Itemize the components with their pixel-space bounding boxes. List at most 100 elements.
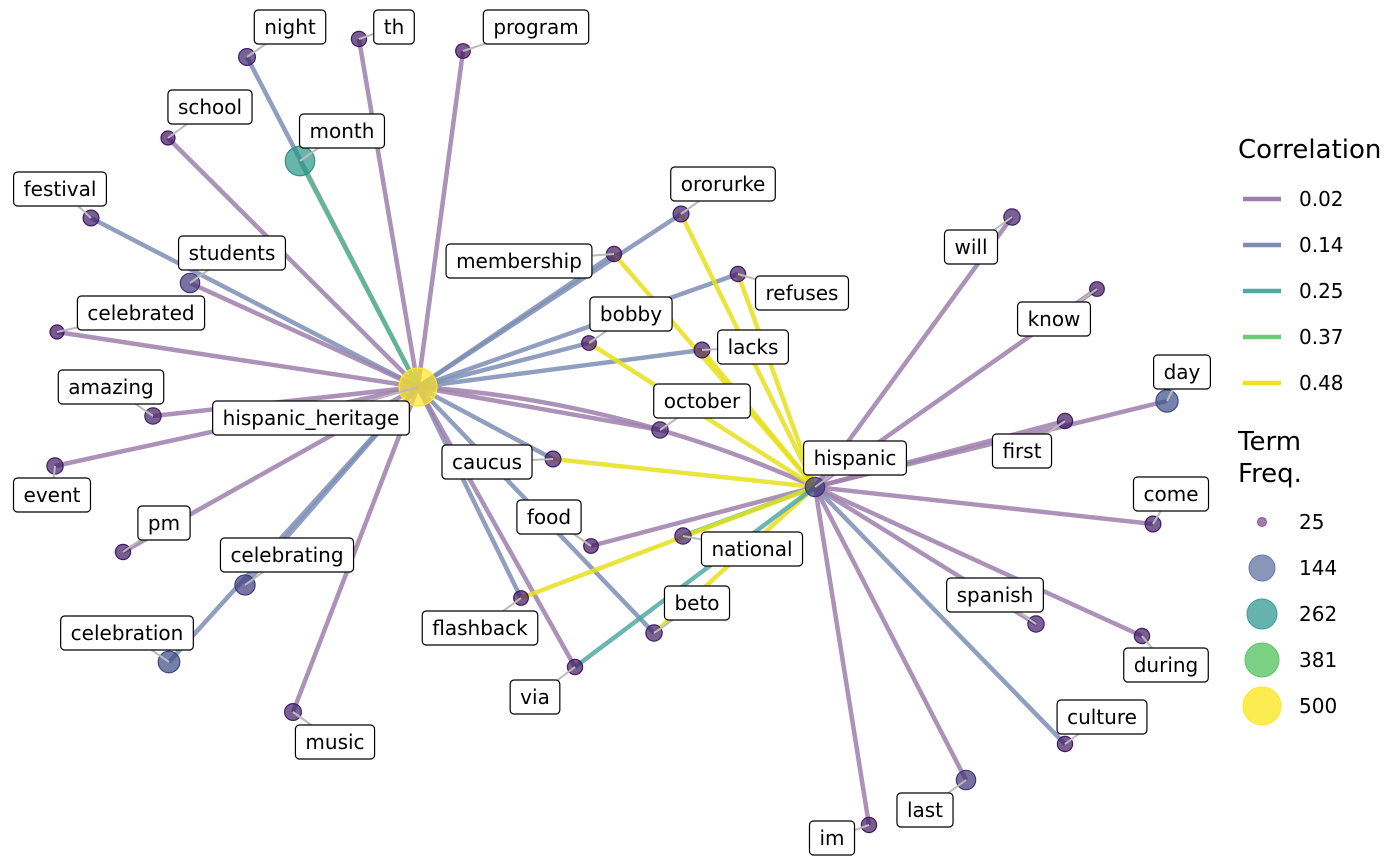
node-label-text: beto (674, 591, 719, 615)
node-label-caucus[interactable]: caucus (441, 444, 554, 480)
legend-freq-label: 262 (1299, 602, 1337, 626)
node-label-beto[interactable]: beto (653, 585, 731, 634)
node-label-bobby[interactable]: bobby (588, 296, 673, 344)
node-label-text: will (954, 235, 987, 259)
legend-freq-label: 25 (1299, 510, 1324, 534)
label-box (802, 440, 908, 476)
node-label-school[interactable]: school (167, 89, 253, 139)
node-label-text: lacks (728, 335, 779, 359)
node-label-lacks[interactable]: lacks (701, 329, 790, 365)
node-label-hispanic[interactable]: hispanic (802, 440, 908, 488)
label-box (1132, 476, 1210, 512)
node-label-text: celebrating (230, 543, 343, 567)
node-label-hispanic_heritage[interactable]: hispanic_heritage (212, 386, 419, 436)
node-label-month[interactable]: month (298, 113, 386, 162)
label-box (60, 615, 194, 651)
legend-correlation-label: 0.02 (1299, 187, 1344, 211)
label-box (896, 792, 954, 828)
node-label-come[interactable]: come (1132, 476, 1210, 525)
legend-freq-title-line2: Freq. (1238, 459, 1302, 489)
edge-hispanic-im (812, 486, 872, 826)
node-label-celebrated[interactable]: celebrated (56, 295, 206, 333)
node-label-amazing[interactable]: amazing (57, 369, 165, 417)
node-label-celebrating[interactable]: celebrating (219, 537, 355, 586)
edge-hispanic-membership (612, 252, 817, 489)
node-label-festival[interactable]: festival (12, 171, 108, 219)
label-box (716, 329, 790, 365)
edge-hispanic_heritage-lacks (417, 347, 703, 390)
node-label-food[interactable]: food (516, 499, 592, 547)
edge-hispanic-flashback (520, 484, 816, 601)
node-label-ororurke[interactable]: ororurke (670, 166, 776, 215)
edge-hispanic_heritage-ororurke (416, 212, 683, 389)
label-box (1123, 647, 1209, 683)
node-label-text: ororurke (681, 172, 766, 196)
label-box (12, 171, 108, 207)
node-label-text: month (310, 119, 375, 143)
edge-hispanic_heritage-bobby (417, 340, 590, 390)
node-label-celebration[interactable]: celebration (60, 615, 194, 663)
node-label-spanish[interactable]: spanish (946, 577, 1044, 625)
label-box (76, 295, 206, 331)
legend-correlation-title: Correlation (1238, 135, 1381, 165)
node-label-october[interactable]: october (653, 383, 751, 431)
edge-hispanic_heritage-hispanic (417, 384, 816, 490)
node-label-membership[interactable]: membership (445, 243, 615, 279)
label-box (212, 400, 410, 436)
node-label-know[interactable]: know (1016, 288, 1098, 337)
edge-hispanic-food (590, 484, 816, 549)
node-label-text: membership (456, 249, 582, 273)
label-box (373, 9, 415, 45)
node-label-im[interactable]: im (808, 820, 870, 856)
node-label-text: celebrated (87, 301, 194, 325)
node-label-culture[interactable]: culture (1056, 699, 1148, 745)
edge-hispanic-last (812, 485, 969, 782)
label-box (943, 229, 999, 265)
label-box (946, 577, 1044, 613)
node-label-th[interactable]: th (358, 9, 415, 45)
node-label-text: know (1028, 307, 1081, 331)
node-label-text: event (24, 483, 81, 507)
node-label-pm[interactable]: pm (122, 505, 191, 553)
node-label-text: food (527, 505, 571, 529)
node-label-event[interactable]: event (12, 465, 92, 513)
node-label-refuses[interactable]: refuses (737, 273, 850, 311)
node-label-text: celebration (71, 621, 184, 645)
node-label-text: students (189, 241, 276, 265)
node-label-text: flashback (432, 616, 528, 640)
label-box (516, 499, 582, 535)
node-label-text: hispanic_heritage (223, 406, 400, 430)
edge-hispanic_heritage-october (417, 384, 661, 433)
node-label-text: national (711, 537, 792, 561)
node-label-during[interactable]: during (1123, 635, 1209, 683)
node-label-last[interactable]: last (896, 779, 967, 828)
edge-hispanic-during (814, 484, 1143, 639)
node-label-first[interactable]: first (991, 420, 1066, 469)
node-label-music[interactable]: music (292, 711, 376, 760)
label-box (421, 610, 539, 646)
node-label-via[interactable]: via (509, 666, 576, 715)
legend-freq-swatch (1246, 598, 1278, 630)
legend-correlation-label: 0.48 (1299, 371, 1344, 395)
node-label-night[interactable]: night (246, 9, 327, 58)
node-label-program[interactable]: program (462, 9, 590, 52)
label-box (653, 383, 751, 419)
node-label-text: refuses (766, 281, 839, 305)
node-label-flashback[interactable]: flashback (421, 597, 539, 646)
label-box (808, 820, 856, 856)
node-label-text: october (664, 389, 741, 413)
node-label-day[interactable]: day (1153, 354, 1211, 402)
node-label-will[interactable]: will (943, 216, 1013, 265)
node-label-text: culture (1067, 705, 1137, 729)
label-box (1016, 301, 1092, 337)
edge-hispanic-via (573, 485, 817, 669)
label-box (991, 433, 1053, 469)
label-box (663, 585, 731, 621)
legend-freq-label: 500 (1299, 694, 1337, 718)
label-box (298, 113, 386, 149)
label-box (167, 89, 253, 125)
node-label-national[interactable]: national (682, 531, 804, 567)
node-label-students[interactable]: students (177, 235, 287, 284)
label-box (253, 9, 327, 45)
